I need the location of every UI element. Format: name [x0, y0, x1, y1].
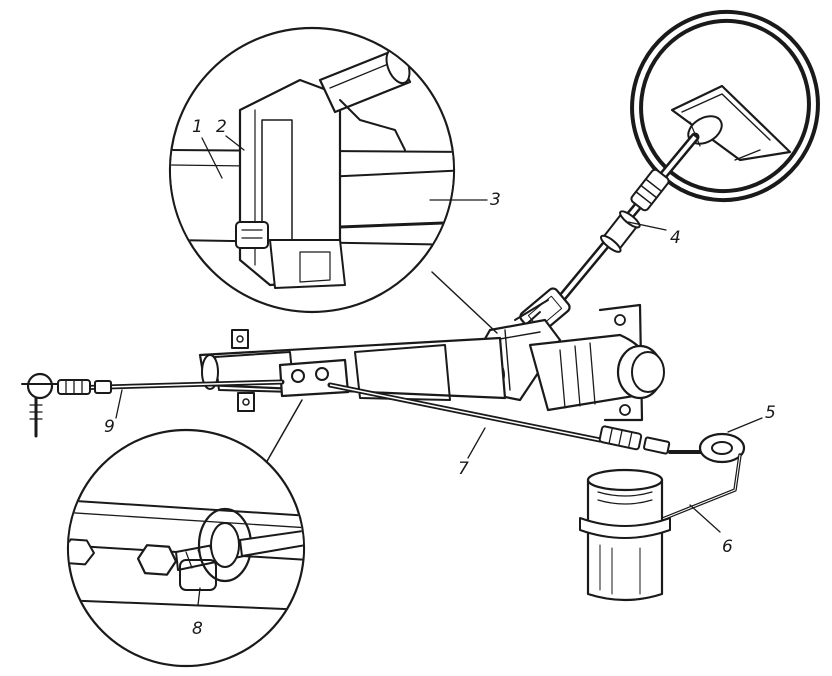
rack-housing — [198, 329, 507, 412]
detail-view-pinion — [168, 26, 498, 334]
left-tie-rod — [21, 372, 285, 438]
callout-2: 2 — [216, 117, 227, 137]
callout-7: 7 — [458, 459, 469, 479]
callout-8: 8 — [192, 619, 203, 639]
callout-3: 3 — [490, 190, 501, 210]
callout-4: 4 — [670, 228, 681, 248]
steering-knuckle — [579, 432, 746, 602]
callout-1: 1 — [192, 117, 203, 137]
leader-lines — [115, 221, 763, 533]
steering-wheel — [630, 9, 820, 203]
callout-9: 9 — [104, 417, 115, 437]
steering-column — [514, 132, 700, 337]
detail-view-tie-rod-mount — [66, 399, 306, 668]
callout-6: 6 — [722, 537, 733, 557]
callout-5: 5 — [765, 403, 776, 423]
